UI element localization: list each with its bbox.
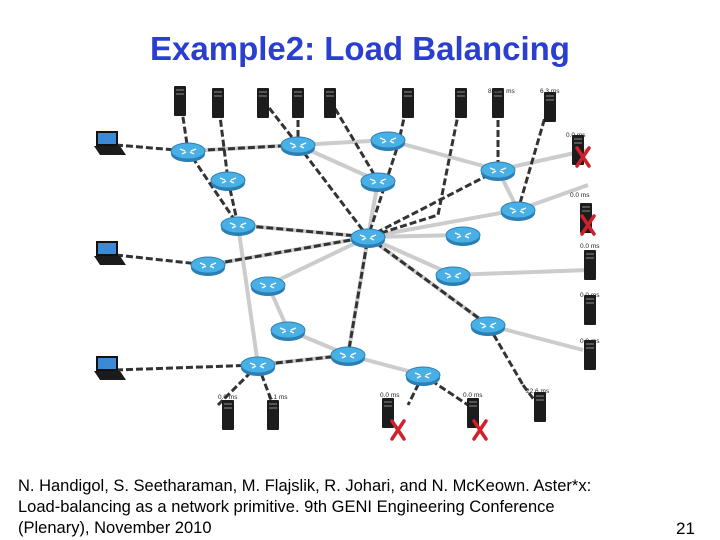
slide-title: Example2: Load Balancing — [150, 30, 570, 67]
citation-line: N. Handigol, S. Seetharaman, M. Flajslik… — [18, 477, 592, 495]
server-icon — [584, 295, 596, 325]
router-icon — [500, 201, 536, 222]
router-icon — [250, 276, 286, 297]
router-icon — [350, 228, 386, 249]
latency-label: 0.0 ms — [570, 192, 590, 199]
latency-label: 834.9 ms — [488, 88, 515, 95]
latency-label: 0.0 ms — [580, 338, 600, 345]
server-icon — [455, 88, 467, 118]
server-icon — [544, 92, 556, 122]
router-icon — [190, 256, 226, 277]
laptop-icon — [94, 356, 126, 380]
router-icon — [480, 161, 516, 182]
citation-line: (Plenary), November 2010 — [18, 519, 212, 537]
router-icon — [445, 226, 481, 247]
router-icon — [470, 316, 506, 337]
router-icon — [210, 171, 246, 192]
server-icon — [222, 400, 234, 430]
latency-label: 0.0 ms — [580, 292, 600, 299]
router-icon — [435, 266, 471, 287]
router-icon — [370, 131, 406, 152]
network-diagram: 834.9 ms 6.3 ms 0.0 ms 0.0 ms 0.0 ms 0.0… — [94, 86, 600, 441]
server-icon — [212, 88, 224, 118]
server-icon — [324, 88, 336, 118]
citation: N. Handigol, S. Seetharaman, M. Flajslik… — [18, 476, 658, 539]
latency-label: 0.0 ms — [566, 132, 586, 139]
failed-x-icon — [390, 419, 406, 441]
server-icon — [584, 250, 596, 280]
laptop-icon — [94, 131, 126, 155]
latency-label: 0.0 ms — [218, 394, 238, 401]
latency-label: 6.3 ms — [540, 88, 560, 95]
router-icon — [280, 136, 316, 157]
latency-label: 0.0 ms — [580, 243, 600, 250]
router-icon — [170, 142, 206, 163]
router-icon — [220, 216, 256, 237]
citation-line: Load-balancing as a network primitive. 9… — [18, 498, 555, 516]
server-icon — [257, 88, 269, 118]
latency-label: 0.0 ms — [463, 392, 483, 399]
router-icon — [270, 321, 306, 342]
slide-number: 21 — [676, 519, 695, 538]
latency-label: 22.6 ms — [526, 388, 550, 395]
latency-label: 0.0 ms — [380, 392, 400, 399]
server-icon — [174, 86, 186, 116]
laptop-icon — [94, 241, 126, 265]
router-icon — [360, 172, 396, 193]
latency-label: 0.1 ms — [268, 394, 288, 401]
failed-x-icon — [472, 419, 488, 441]
router-icon — [405, 366, 441, 387]
router-icon — [240, 356, 276, 377]
server-icon — [267, 400, 279, 430]
server-icon — [534, 392, 546, 422]
server-icon — [292, 88, 304, 118]
router-icon — [330, 346, 366, 367]
server-icon — [402, 88, 414, 118]
